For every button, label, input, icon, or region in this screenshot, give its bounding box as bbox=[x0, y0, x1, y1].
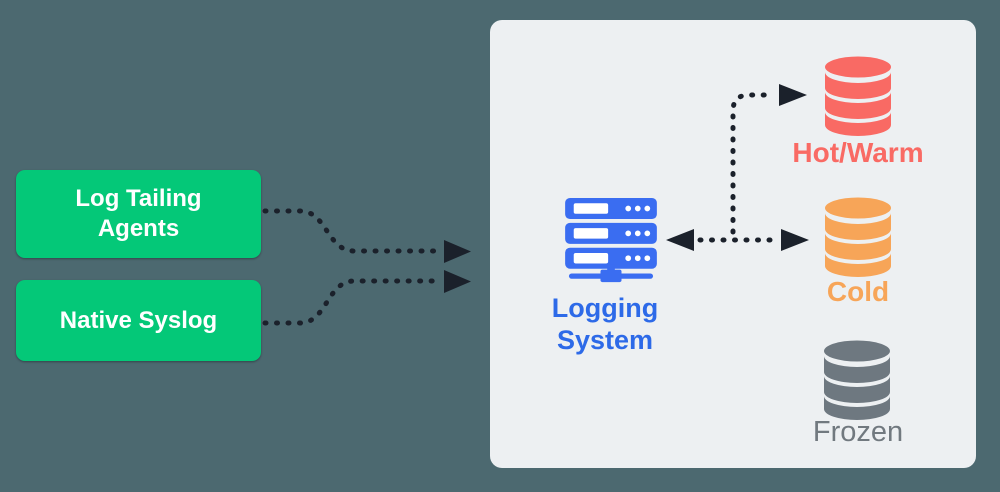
database-cylinder-icon bbox=[821, 340, 893, 422]
database-cylinder-icon bbox=[822, 197, 894, 279]
arrow-native-syslog-to-logging bbox=[262, 278, 441, 326]
tier-frozen-label: Frozen bbox=[812, 416, 904, 448]
logging-system-label: Logging System bbox=[551, 293, 659, 356]
node-log-tailing-agents: Log Tailing Agents bbox=[16, 170, 261, 258]
arrow-log-tailing-to-logging bbox=[262, 208, 441, 254]
arrowhead-right-icon bbox=[444, 270, 471, 293]
server-stack-icon bbox=[565, 198, 657, 284]
tier-cold-label: Cold bbox=[826, 276, 890, 307]
logging-system-panel: Logging System Hot/Warm bbox=[490, 20, 976, 468]
node-native-syslog: Native Syslog bbox=[16, 280, 261, 361]
tier-hot-warm-label: Hot/Warm bbox=[792, 137, 924, 168]
node-log-tailing-agents-label: Log Tailing Agents bbox=[75, 185, 202, 242]
node-native-syslog-label: Native Syslog bbox=[59, 306, 218, 334]
arrowhead-right-icon bbox=[444, 240, 471, 263]
database-cylinder-icon bbox=[822, 56, 894, 138]
